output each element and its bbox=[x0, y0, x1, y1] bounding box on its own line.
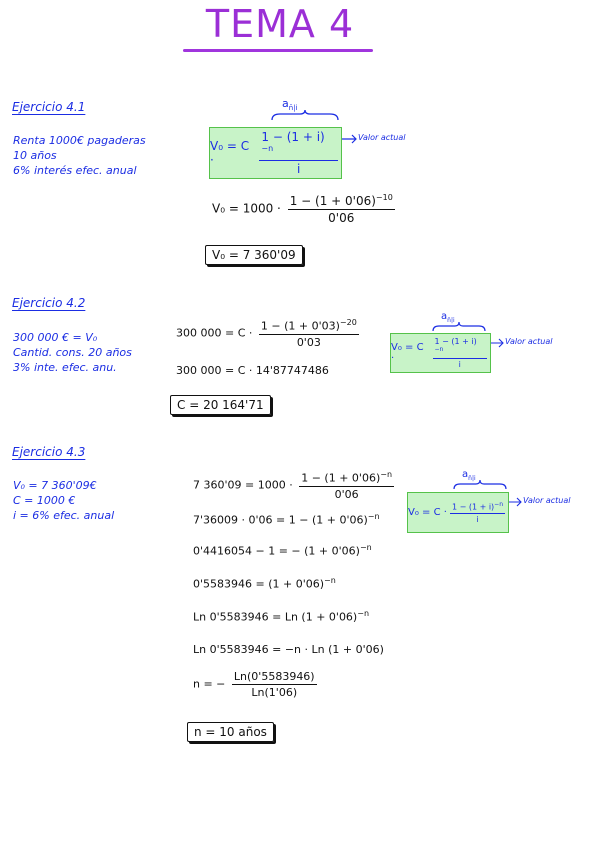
ex3-step3-text: 0'4416054 − 1 = − (1 + 0'06) bbox=[193, 544, 360, 558]
ex2-note-2: Cantid. cons. 20 años bbox=[13, 346, 132, 359]
ex1-formula-left: V₀ = C · bbox=[210, 139, 250, 167]
ex2-step2: 300 000 = C · 14'87747486 bbox=[176, 364, 329, 377]
ex3-brace-sub: n̄|i bbox=[468, 475, 476, 482]
ex3-step1: 7 360'09 = 1000 · 1 − (1 + 0'06)−n 0'06 bbox=[193, 470, 397, 501]
ex2-notes: 300 000 € = V₀ Cantid. cons. 20 años 3% … bbox=[13, 330, 132, 375]
ex2-step1-den: 0'03 bbox=[296, 335, 321, 349]
ex1-note-1: Renta 1000€ pagaderas bbox=[13, 134, 146, 147]
ex2-formula-frac: 1 − (1 + i)−n i bbox=[432, 337, 487, 369]
ex2-result: C = 20 164'71 bbox=[170, 395, 271, 415]
ex3-note-1: V₀ = 7 360'09€ bbox=[13, 479, 97, 492]
ex3-step1-left: 7 360'09 = 1000 · bbox=[193, 478, 293, 492]
ex1-note-2: 10 años bbox=[13, 149, 57, 162]
ex2-formula-den: i bbox=[458, 359, 461, 369]
ex3-step4-text: 0'5583946 = (1 + 0'06) bbox=[193, 577, 325, 591]
ex3-note-2: C = 1000 € bbox=[13, 494, 76, 507]
ex3-result: n = 10 años bbox=[187, 722, 274, 742]
ex1-arrow-label: Valor actual bbox=[358, 133, 406, 142]
ex2-step1-left: 300 000 = C · bbox=[176, 326, 253, 340]
ex2-note-1: 300 000 € = V₀ bbox=[13, 331, 98, 344]
title-underline bbox=[183, 49, 373, 52]
ex3-formula-box: V₀ = C · 1 − (1 + i)−n i bbox=[407, 492, 509, 533]
ex2-note-3: 3% inte. efec. anu. bbox=[13, 361, 117, 374]
ex1-notes: Renta 1000€ pagaderas 10 años 6% interés… bbox=[13, 133, 146, 178]
ex2-formula-box: V₀ = C · 1 − (1 + i)−n i bbox=[390, 333, 491, 373]
page-title: TEMA 4 bbox=[205, 2, 355, 46]
ex2-formula-left: V₀ = C · bbox=[391, 342, 424, 364]
ex3-brace-icon bbox=[453, 480, 507, 490]
ex3-step4-exp: −n bbox=[324, 576, 336, 585]
ex3-formula-num: 1 − (1 + i) bbox=[451, 502, 495, 512]
ex2-arrow-label: Valor actual bbox=[505, 337, 553, 346]
ex2-step1-exp: −20 bbox=[339, 318, 357, 327]
ex3-step2: 7'36009 · 0'06 = 1 − (1 + 0'06)−n bbox=[193, 512, 380, 527]
ex3-heading: Ejercicio 4.3 bbox=[12, 445, 86, 459]
ex1-brace-label: an̄|i bbox=[282, 97, 298, 112]
ex2-heading: Ejercicio 4.2 bbox=[12, 296, 86, 310]
ex3-step2-exp: −n bbox=[367, 512, 380, 521]
ex1-arrow-icon bbox=[342, 134, 357, 144]
ex1-step-den: 0'06 bbox=[328, 211, 355, 225]
ex3-step5-text: Ln 0'5583946 = Ln (1 + 0'06) bbox=[193, 610, 358, 624]
ex1-step-num: 1 − (1 + 0'06) bbox=[289, 194, 376, 208]
ex2-brace-a: a bbox=[441, 311, 448, 322]
ex3-brace-label: an̄|i bbox=[462, 469, 476, 482]
ex3-arrow-icon bbox=[509, 497, 522, 507]
ex3-step5: Ln 0'5583946 = Ln (1 + 0'06)−n bbox=[193, 609, 369, 624]
ex3-step7-frac: Ln(0'5583946) Ln(1'06) bbox=[231, 670, 317, 699]
ex3-step5-exp: −n bbox=[357, 609, 370, 618]
ex3-formula-frac: 1 − (1 + i)−n i bbox=[449, 501, 505, 524]
ex1-formula-den: i bbox=[297, 162, 301, 176]
ex3-formula-left: V₀ = C · bbox=[408, 507, 447, 518]
ex3-step4: 0'5583946 = (1 + 0'06)−n bbox=[193, 576, 336, 591]
ex2-formula-exp: −n bbox=[434, 346, 444, 354]
ex1-brace-sub: n̄|i bbox=[288, 104, 298, 113]
ex3-step7: n = − Ln(0'5583946) Ln(1'06) bbox=[193, 670, 320, 699]
ex2-step1-num: 1 − (1 + 0'03) bbox=[260, 319, 340, 333]
ex1-step-frac: 1 − (1 + 0'06)−10 0'06 bbox=[287, 193, 395, 225]
ex1-formula-frac: 1 − (1 + i)−n i bbox=[259, 130, 338, 176]
ex3-arrow-label: Valor actual bbox=[523, 496, 571, 505]
ex3-step3-exp: −n bbox=[359, 543, 372, 552]
ex1-step-exp: −10 bbox=[375, 193, 393, 202]
ex3-note-3: i = 6% efec. anual bbox=[13, 509, 115, 522]
ex3-notes: V₀ = 7 360'09€ C = 1000 € i = 6% efec. a… bbox=[13, 478, 114, 523]
ex1-step: V₀ = 1000 · 1 − (1 + 0'06)−10 0'06 bbox=[212, 193, 398, 225]
ex1-step-left: V₀ = 1000 · bbox=[212, 201, 281, 216]
ex1-formula-num: 1 − (1 + i) bbox=[261, 130, 325, 144]
ex3-brace-a: a bbox=[462, 469, 469, 480]
ex2-brace-label: an̄|i bbox=[441, 311, 455, 324]
ex2-step1-frac: 1 − (1 + 0'03)−20 0'03 bbox=[258, 318, 359, 349]
ex3-step1-den: 0'06 bbox=[334, 487, 359, 501]
ex3-step3: 0'4416054 − 1 = − (1 + 0'06)−n bbox=[193, 543, 372, 558]
ex1-heading: Ejercicio 4.1 bbox=[12, 100, 86, 114]
ex3-step1-frac: 1 − (1 + 0'06)−n 0'06 bbox=[299, 470, 395, 501]
ex3-step2-text: 7'36009 · 0'06 = 1 − (1 + 0'06) bbox=[193, 513, 368, 527]
ex3-step1-num: 1 − (1 + 0'06) bbox=[301, 471, 381, 485]
ex1-brace-icon bbox=[271, 110, 339, 121]
ex3-step7-left: n = − bbox=[193, 677, 226, 691]
ex2-formula-num: 1 − (1 + i) bbox=[434, 337, 477, 347]
ex2-brace-icon bbox=[432, 322, 486, 332]
ex1-brace-a: a bbox=[282, 97, 289, 110]
ex3-step6: Ln 0'5583946 = −n · Ln (1 + 0'06) bbox=[193, 643, 384, 656]
ex3-step7-num: Ln(0'5583946) bbox=[231, 670, 317, 685]
ex1-formula-box: V₀ = C · 1 − (1 + i)−n i bbox=[209, 127, 342, 179]
ex3-step1-exp: −n bbox=[380, 470, 393, 479]
ex3-formula-den: i bbox=[476, 514, 479, 524]
ex1-formula-exp: −n bbox=[261, 144, 274, 153]
ex1-note-3: 6% interés efec. anual bbox=[13, 164, 137, 177]
ex2-arrow-icon bbox=[491, 338, 504, 348]
ex2-brace-sub: n̄|i bbox=[447, 317, 455, 324]
ex2-step1: 300 000 = C · 1 − (1 + 0'03)−20 0'03 bbox=[176, 318, 362, 349]
ex3-formula-exp: −n bbox=[494, 501, 504, 509]
ex1-result: V₀ = 7 360'09 bbox=[205, 245, 303, 265]
ex3-step7-den: Ln(1'06) bbox=[251, 686, 298, 699]
